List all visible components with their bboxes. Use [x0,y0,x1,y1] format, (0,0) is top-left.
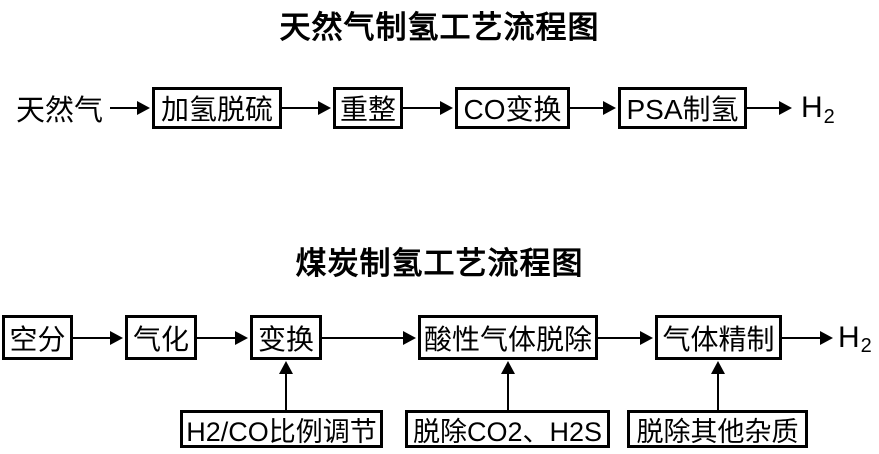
source-label-natural-gas: 天然气 [16,95,104,127]
arrow-line [285,372,287,410]
arrow-line [110,107,138,109]
arrow-line [507,372,509,410]
h2-subscript: 2 [823,105,835,128]
arrow-head [603,101,616,115]
arrow-head [318,101,331,115]
arrow-head [403,331,416,345]
arrow-line [747,107,780,109]
arrow-head [640,331,653,345]
arrow-head [110,331,123,345]
arrow-head [820,331,833,345]
arrow-line [782,337,821,339]
box-other-impurity-removal: 脱除其他杂质 [627,410,808,448]
box-shift: 变换 [250,315,322,360]
h2-base: H [801,91,823,124]
arrow-head [279,361,293,374]
arrow-line [197,337,236,339]
arrow-head [711,361,725,374]
box-air-separation: 空分 [2,315,73,360]
arrow-line [570,107,604,109]
arrow-line [717,372,719,410]
arrow-line [598,337,641,339]
arrow-head [779,101,792,115]
h2-subscript: 2 [860,335,872,357]
box-psa-hydrogen: PSA制氢 [618,87,747,129]
arrow-head [235,331,248,345]
arrow-head [501,361,515,374]
arrow-line [403,107,441,109]
box-acid-gas-removal: 酸性气体脱除 [418,315,598,360]
box-h2co-ratio-adjust: H2/CO比例调节 [180,410,383,448]
box-co2-h2s-removal: 脱除CO2、H2S [405,410,610,448]
h2-base: H [838,320,860,354]
arrow-head [137,101,150,115]
box-co-shift: CO变换 [455,87,570,129]
arrow-line [322,337,404,339]
arrow-line [73,337,111,339]
box-gas-purification: 气体精制 [655,315,782,360]
chart2-title: 煤炭制氢工艺流程图 [295,246,584,281]
box-hydrodesulfurization: 加氢脱硫 [152,87,282,129]
chart1-title: 天然气制氢工艺流程图 [279,10,600,45]
arrow-line [282,107,319,109]
arrow-head [440,101,453,115]
box-gasification: 气化 [125,315,197,360]
box-reforming: 重整 [333,87,403,129]
